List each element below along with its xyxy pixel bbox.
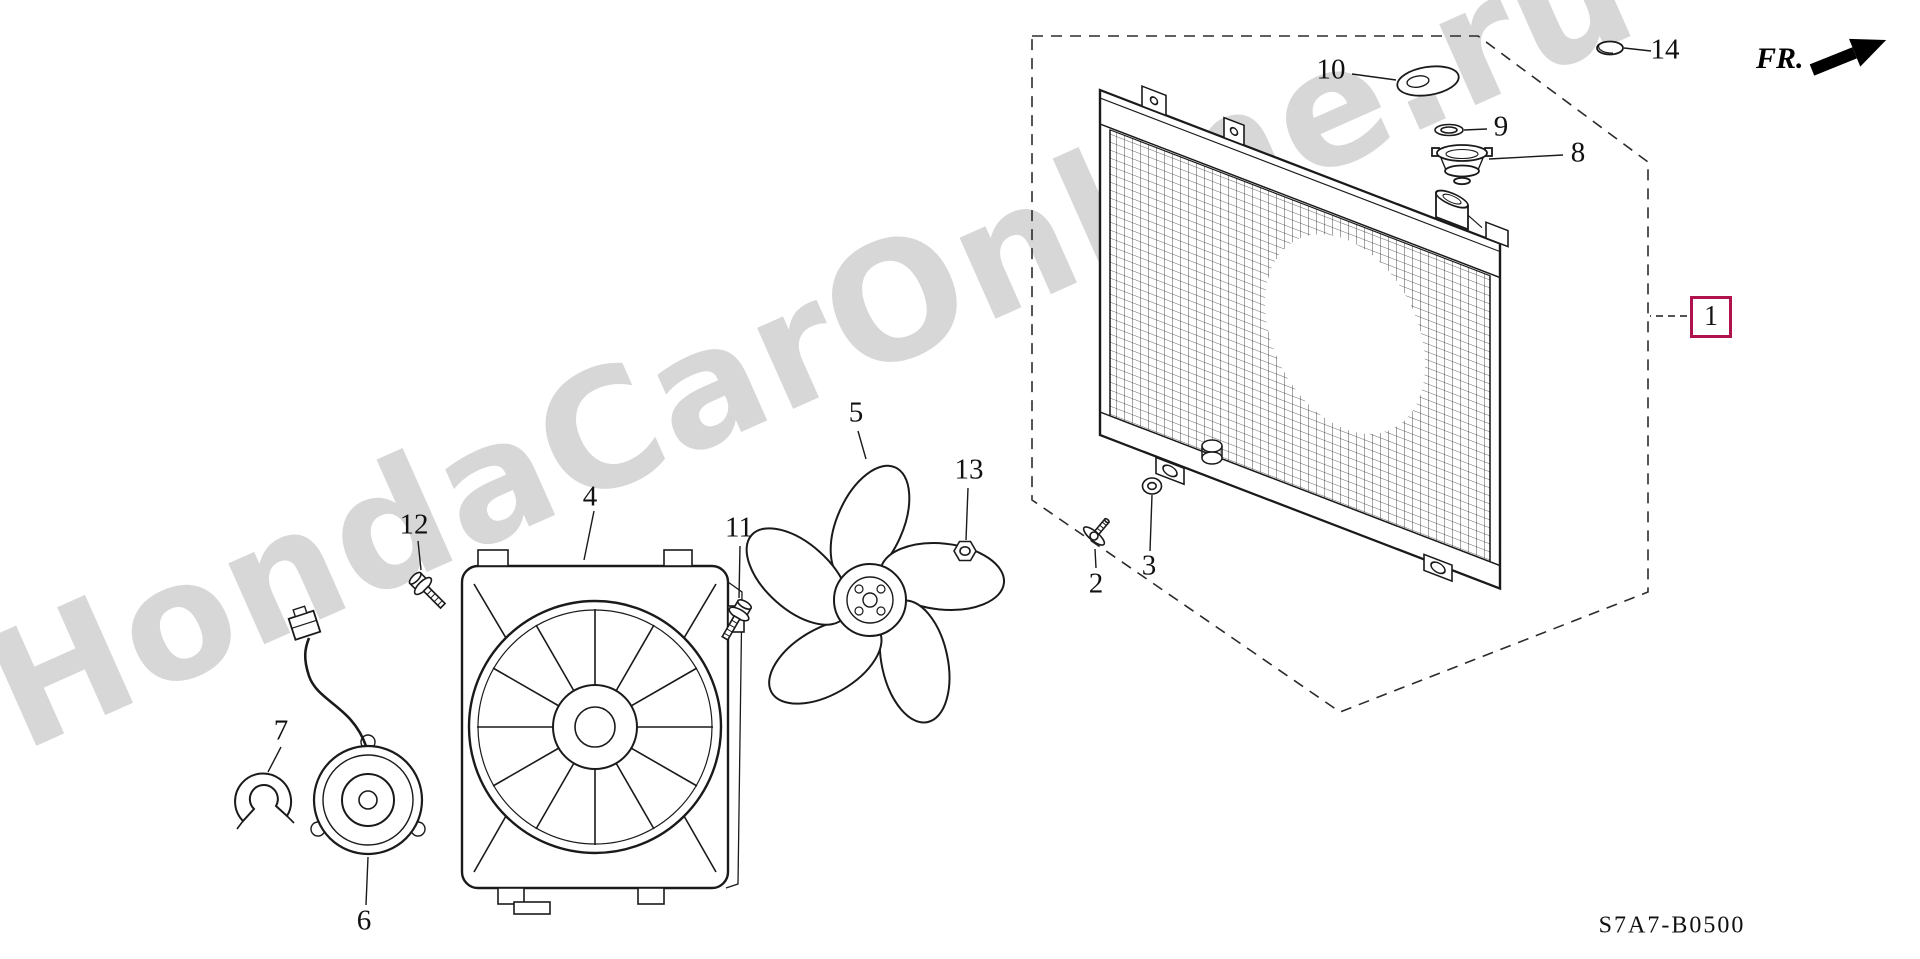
diagram-code: S7A7-B0500 — [1598, 912, 1746, 939]
fan-shroud-drawing — [460, 549, 745, 915]
fr-direction-label: FR. — [1756, 42, 1804, 75]
assembly-boundary-dashed — [1031, 35, 1649, 713]
callout-6[interactable]: 6 — [356, 904, 372, 937]
fr-arrow-icon — [1809, 38, 1887, 76]
radiator-filler-neck — [1435, 189, 1483, 231]
callout-12[interactable]: 12 — [399, 508, 429, 541]
callout-3[interactable]: 3 — [1141, 549, 1157, 582]
radiator-bottom-mounts — [1155, 456, 1453, 583]
motor-clamp-drawing — [234, 772, 295, 830]
callout-1-box[interactable]: 1 — [1690, 296, 1732, 338]
radiator-top-brackets — [1141, 85, 1509, 248]
callout-5[interactable]: 5 — [848, 396, 864, 429]
callout-13[interactable]: 13 — [954, 453, 984, 486]
bolt-12-drawing — [408, 571, 447, 610]
callout-4[interactable]: 4 — [582, 480, 598, 513]
motor-harness-connector — [287, 605, 368, 747]
callout-11[interactable]: 11 — [725, 511, 753, 544]
callout-14[interactable]: 14 — [1650, 33, 1680, 66]
callout-7[interactable]: 7 — [273, 714, 289, 747]
seal-ring-drawing — [1434, 123, 1464, 137]
callout-10[interactable]: 10 — [1316, 53, 1346, 86]
washer-drawing — [1141, 477, 1163, 495]
clip-drawing — [1596, 40, 1624, 56]
callout-8[interactable]: 8 — [1570, 136, 1586, 169]
callout-9[interactable]: 9 — [1493, 110, 1509, 143]
fan-drawing — [745, 464, 1006, 724]
mount-bushing-drawing — [1201, 439, 1223, 465]
drain-plug-drawing — [1082, 517, 1110, 546]
callout-1[interactable]: 1 — [1704, 301, 1718, 332]
radiator-cap-drawing — [1431, 144, 1493, 186]
callout-2[interactable]: 2 — [1088, 567, 1104, 600]
grommet-drawing — [1396, 65, 1460, 97]
nut-drawing — [953, 540, 977, 562]
bolt-11-drawing — [721, 599, 753, 641]
leader-lines — [267, 47, 1687, 906]
fan-motor-drawing — [310, 734, 426, 856]
radiator-drawing — [1098, 85, 1509, 591]
